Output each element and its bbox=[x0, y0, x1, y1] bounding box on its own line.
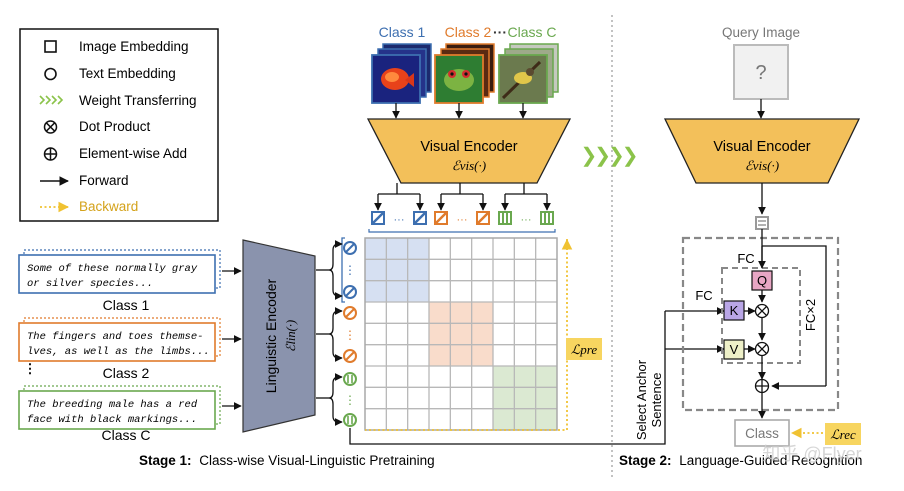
sentence-2-class-label: Class 2 bbox=[103, 365, 150, 381]
sentence-c-line2: face with black markings... bbox=[27, 414, 197, 426]
vertical-dots-2: ⋮ bbox=[344, 328, 356, 342]
legend-image-embedding: Image Embedding bbox=[79, 39, 189, 54]
stage1-caption: Stage 1: Class-wise Visual-Linguistic Pr… bbox=[139, 453, 435, 468]
legend-backward: Backward bbox=[79, 199, 138, 214]
visual-encoder-stage2: Visual Encoder ℰvis(·) bbox=[663, 118, 861, 184]
sentence-cards: Some of these normally gray or silver sp… bbox=[18, 249, 242, 443]
class-images: Class 1 Class 2 ··· Class C bbox=[371, 24, 559, 119]
image-embedding-class2: ··· bbox=[434, 211, 490, 226]
image-embedding-class1: ··· bbox=[371, 211, 427, 226]
loss-pre-label: ℒpre bbox=[571, 342, 597, 357]
add-node bbox=[754, 378, 770, 394]
sentence-1-line1: Some of these normally gray bbox=[27, 263, 198, 275]
svg-text:···: ··· bbox=[521, 214, 532, 226]
loss-pre: ℒpre bbox=[365, 238, 602, 431]
linguistic-encoder-title: Linguistic Encoder bbox=[263, 278, 279, 393]
vertical-dots-1: ⋮ bbox=[344, 263, 356, 277]
class-c-label: Class C bbox=[507, 24, 556, 40]
dot-product-node-1 bbox=[754, 303, 770, 319]
loss-rec: ℒrec bbox=[825, 423, 861, 445]
sentence-2-line2: lves, as well as the limbs... bbox=[27, 346, 210, 358]
sentence-2-line1: The fingers and toes themse- bbox=[27, 331, 203, 343]
stage2-flow bbox=[744, 229, 827, 419]
v-box: V bbox=[723, 339, 745, 360]
query-image-label: Query Image bbox=[722, 25, 800, 40]
legend-element-wise-add: Element-wise Add bbox=[79, 146, 187, 161]
class-c-image-stack bbox=[498, 43, 559, 104]
vertical-dots-3: ⋮ bbox=[344, 393, 356, 407]
query-mark: ? bbox=[755, 62, 766, 84]
stage2-caption-text: Language-Guided Recognition bbox=[679, 453, 862, 468]
watermark: 知乎 @Flyer bbox=[762, 444, 861, 464]
image-embeddings: ··· ··· ··· bbox=[368, 211, 556, 233]
visual-encoder-stage1: Visual Encoder ℰvis(·) bbox=[366, 118, 572, 184]
text-embedding-class1: ⋮ bbox=[343, 241, 357, 299]
legend-forward: Forward bbox=[79, 173, 129, 188]
class-output-box: Class bbox=[734, 419, 790, 447]
anchor-sentence-connector bbox=[349, 307, 725, 445]
stage2-caption: Stage 2: Language-Guided Recognition bbox=[619, 453, 862, 468]
fc-top-label: FC bbox=[737, 251, 754, 266]
legend-weight-transferring: Weight Transferring bbox=[79, 93, 197, 108]
class-1-label: Class 1 bbox=[379, 24, 426, 40]
linguistic-encoder: Linguistic Encoder ℰlin(·) bbox=[242, 239, 316, 433]
sentence-1-line2: or silver species... bbox=[27, 278, 153, 290]
q-box: Q bbox=[751, 270, 773, 291]
q-label: Q bbox=[757, 273, 767, 288]
visual-encoder-formula: ℰvis(·) bbox=[452, 158, 486, 173]
visual-encoder-title: Visual Encoder bbox=[420, 139, 517, 155]
select-anchor-line2: Sentence bbox=[649, 373, 664, 428]
circle-icon bbox=[44, 67, 57, 81]
class-output-label: Class bbox=[745, 426, 779, 441]
svg-text:···: ··· bbox=[394, 214, 405, 226]
k-label: K bbox=[730, 303, 739, 318]
image-embedding-classc: ··· bbox=[498, 211, 554, 226]
square-icon bbox=[44, 40, 57, 53]
element-wise-add-icon bbox=[43, 147, 58, 161]
linguistic-output-braces bbox=[316, 240, 343, 426]
sentence-1-class-label: Class 1 bbox=[103, 297, 150, 313]
class-2-label: Class 2 bbox=[445, 24, 492, 40]
fc-left-label: FC bbox=[695, 288, 712, 303]
sentence-card-classc: The breeding male has a red face with bl… bbox=[18, 385, 242, 443]
sentence-c-line1: The breeding male has a red bbox=[27, 399, 198, 411]
class-1-image-stack bbox=[371, 43, 432, 104]
legend-text-embedding: Text Embedding bbox=[79, 66, 176, 81]
loss-rec-label: ℒrec bbox=[830, 427, 856, 442]
class-dots: ··· bbox=[493, 24, 507, 40]
stage1-caption-text: Class-wise Visual-Linguistic Pretraining bbox=[199, 453, 434, 468]
dot-product-icon bbox=[43, 120, 58, 134]
legend-dot-product: Dot Product bbox=[79, 119, 151, 134]
similarity-matrix bbox=[364, 237, 558, 431]
attention-block-inner bbox=[721, 267, 801, 364]
text-embedding-class2: ⋮ bbox=[343, 306, 357, 363]
sentence-card-class1: Some of these normally gray or silver sp… bbox=[18, 249, 242, 313]
text-embeddings: ⋮ ⋮ ⋮ bbox=[341, 237, 357, 427]
visual-encoder2-formula: ℰvis(·) bbox=[745, 158, 779, 173]
weight-transfer-arrows: ❯❯❯❯ bbox=[580, 145, 635, 167]
svg-text:···: ··· bbox=[457, 214, 468, 226]
linguistic-encoder-formula: ℰlin(·) bbox=[284, 320, 298, 352]
weight-transfer-icon bbox=[39, 95, 64, 105]
legend: Image Embedding Text Embedding Weight Tr… bbox=[19, 28, 219, 222]
query-embedding bbox=[755, 216, 769, 230]
dot-product-node-2 bbox=[754, 341, 770, 357]
sentence-vertical-dots: ⋮ bbox=[24, 361, 37, 376]
class-2-image-stack bbox=[434, 43, 495, 104]
stage2-caption-bold: Stage 2: bbox=[619, 453, 672, 468]
stage1-caption-bold: Stage 1: bbox=[139, 453, 192, 468]
select-anchor-line1: Select Anchor bbox=[634, 359, 649, 440]
sentence-c-class-label: Class C bbox=[101, 427, 150, 443]
visual-encoder2-title: Visual Encoder bbox=[713, 139, 810, 155]
fc-block-outer bbox=[681, 236, 840, 412]
fc-x2-label: FC×2 bbox=[803, 299, 818, 331]
encoder-output-tree bbox=[374, 183, 551, 211]
query-image-box: ? bbox=[733, 44, 789, 100]
text-embedding-classc: ⋮ bbox=[343, 372, 357, 427]
k-box: K bbox=[723, 300, 745, 321]
sentence-card-class2: The fingers and toes themse- lves, as we… bbox=[18, 317, 242, 381]
v-label: V bbox=[730, 342, 739, 357]
